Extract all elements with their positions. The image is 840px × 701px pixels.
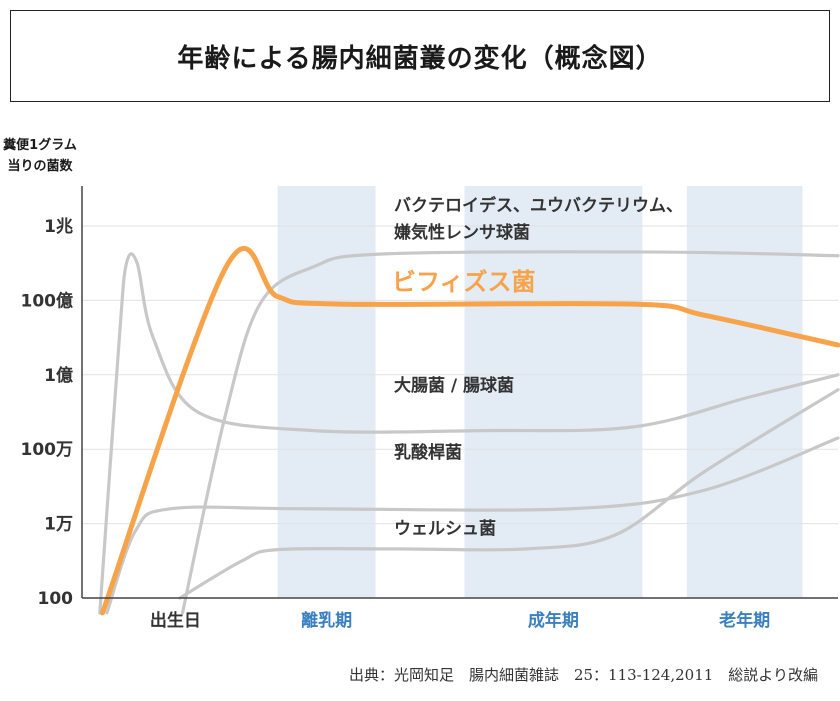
annotation-乳酸桿菌: 乳酸桿菌 bbox=[394, 442, 462, 463]
annotation-大腸菌 / 腸球菌: 大腸菌 / 腸球菌 bbox=[394, 375, 514, 396]
band-離乳期 bbox=[277, 186, 376, 598]
y-tick-label-1億: 1億 bbox=[44, 365, 73, 386]
annotation-bacteroides-line-1: バクテロイデス、ユウバクテリウム、 bbox=[394, 195, 683, 216]
y-tick-label-100: 100 bbox=[38, 589, 74, 609]
y-tick-label-1万: 1万 bbox=[44, 515, 73, 535]
series-lines bbox=[98, 246, 840, 616]
series-line-other-1 bbox=[98, 252, 840, 615]
x-label-離乳期: 離乳期 bbox=[301, 610, 352, 631]
title-box: 年齢による腸内細菌叢の変化（概念図） bbox=[10, 10, 830, 102]
y-axis-title-line-1: 糞便1グラム bbox=[2, 137, 77, 153]
x-label-老年期: 老年期 bbox=[718, 610, 770, 631]
series-line-other-2 bbox=[105, 436, 840, 615]
band-老年期 bbox=[686, 186, 803, 598]
x-label-出生日: 出生日 bbox=[150, 610, 201, 631]
band-成年期 bbox=[464, 186, 643, 598]
series-line-other-3 bbox=[178, 388, 840, 600]
annotation-ウェルシュ菌: ウェルシュ菌 bbox=[394, 519, 496, 539]
y-axis-title-line-2: 当りの菌数 bbox=[7, 158, 73, 174]
y-tick-label-100億: 100億 bbox=[21, 290, 74, 311]
series-line-bifidobacteria bbox=[99, 246, 840, 616]
y-tick-label-100万: 100万 bbox=[21, 440, 74, 460]
y-tick-label-1兆: 1兆 bbox=[44, 217, 73, 237]
series-line-other-0 bbox=[180, 250, 840, 615]
annotation-bifidobacteria: ビフィズス菌 bbox=[392, 268, 536, 296]
x-label-成年期: 成年期 bbox=[528, 610, 579, 631]
shaded-periods bbox=[277, 186, 803, 598]
chart-title: 年齢による腸内細菌叢の変化（概念図） bbox=[177, 43, 663, 74]
axes bbox=[81, 186, 838, 599]
gridlines bbox=[82, 225, 838, 525]
source-citation: 出典：光岡知足 腸内細菌雑誌 25：113-124,2011 総説より改編 bbox=[348, 666, 818, 684]
annotation-bacteroides-line-2: 嫌気性レンサ球菌 bbox=[393, 222, 530, 243]
